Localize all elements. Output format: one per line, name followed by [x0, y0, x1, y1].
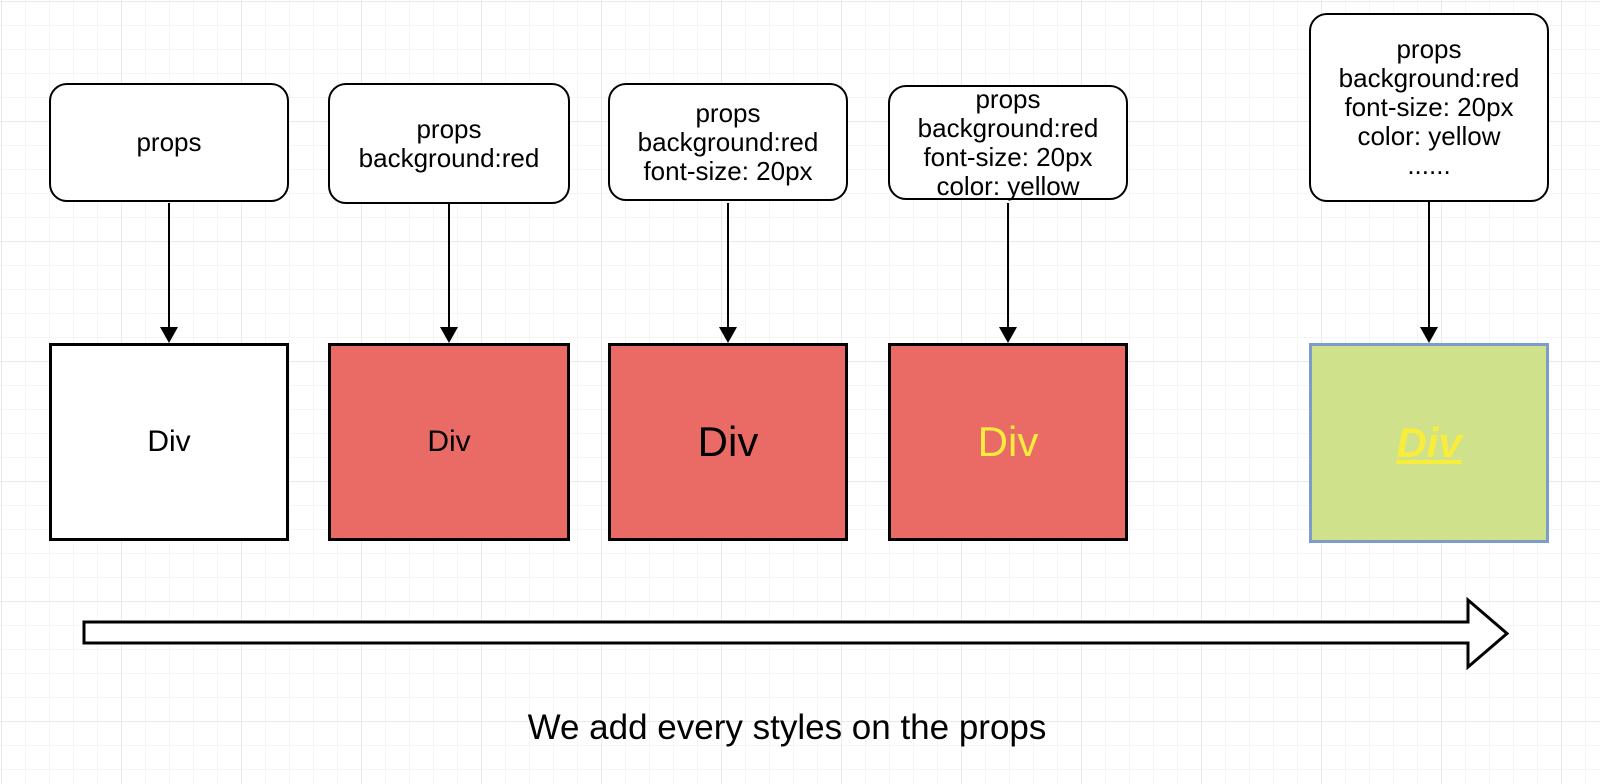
props-box-5-label: props background:red font-size: 20px col… — [1338, 34, 1520, 180]
arrow-line — [726, 203, 730, 329]
div-box-5-label: Div — [1396, 419, 1462, 466]
div-box-2[interactable]: Div — [328, 343, 570, 541]
connector-arrow-5[interactable] — [1419, 202, 1439, 343]
div-box-5-selected[interactable]: Div — [1309, 343, 1549, 543]
div-box-1-label: Div — [147, 425, 191, 458]
props-box-5[interactable]: props background:red font-size: 20px col… — [1309, 13, 1549, 202]
div-box-4-label: Div — [977, 418, 1039, 465]
connector-arrow-2[interactable] — [439, 203, 459, 343]
arrow-head-icon — [719, 327, 737, 343]
connector-arrow-3[interactable] — [718, 203, 738, 343]
props-box-4[interactable]: props background:red font-size: 20px col… — [888, 83, 1128, 201]
arrow-line — [1427, 202, 1431, 329]
props-box-4-label: props background:red font-size: 20px col… — [917, 83, 1099, 201]
flow-direction-arrow[interactable] — [80, 595, 1515, 675]
arrow-head-icon — [1420, 327, 1438, 343]
arrow-line — [447, 203, 451, 329]
div-box-3[interactable]: Div — [608, 343, 848, 541]
div-box-4[interactable]: Div — [888, 343, 1128, 541]
arrow-head-icon — [160, 327, 178, 343]
div-box-1[interactable]: Div — [49, 343, 289, 541]
div-box-2-label: Div — [427, 425, 471, 458]
arrow-head-icon — [999, 327, 1017, 343]
right-arrow-icon — [82, 596, 1510, 671]
connector-arrow-1[interactable] — [159, 203, 179, 343]
props-box-3-label: props background:red font-size: 20px — [637, 97, 819, 186]
connector-arrow-4[interactable] — [998, 203, 1018, 343]
arrow-line — [1006, 203, 1010, 329]
props-box-1[interactable]: props — [49, 83, 289, 202]
props-box-2-label: props background:red — [358, 113, 540, 173]
arrow-line — [167, 203, 171, 329]
props-box-2[interactable]: props background:red — [328, 83, 570, 204]
div-box-3-label: Div — [697, 418, 759, 465]
props-box-1-label: props — [136, 127, 202, 157]
props-box-3[interactable]: props background:red font-size: 20px — [608, 83, 848, 201]
caption-text[interactable]: We add every styles on the props — [527, 708, 1047, 747]
arrow-head-icon — [440, 327, 458, 343]
